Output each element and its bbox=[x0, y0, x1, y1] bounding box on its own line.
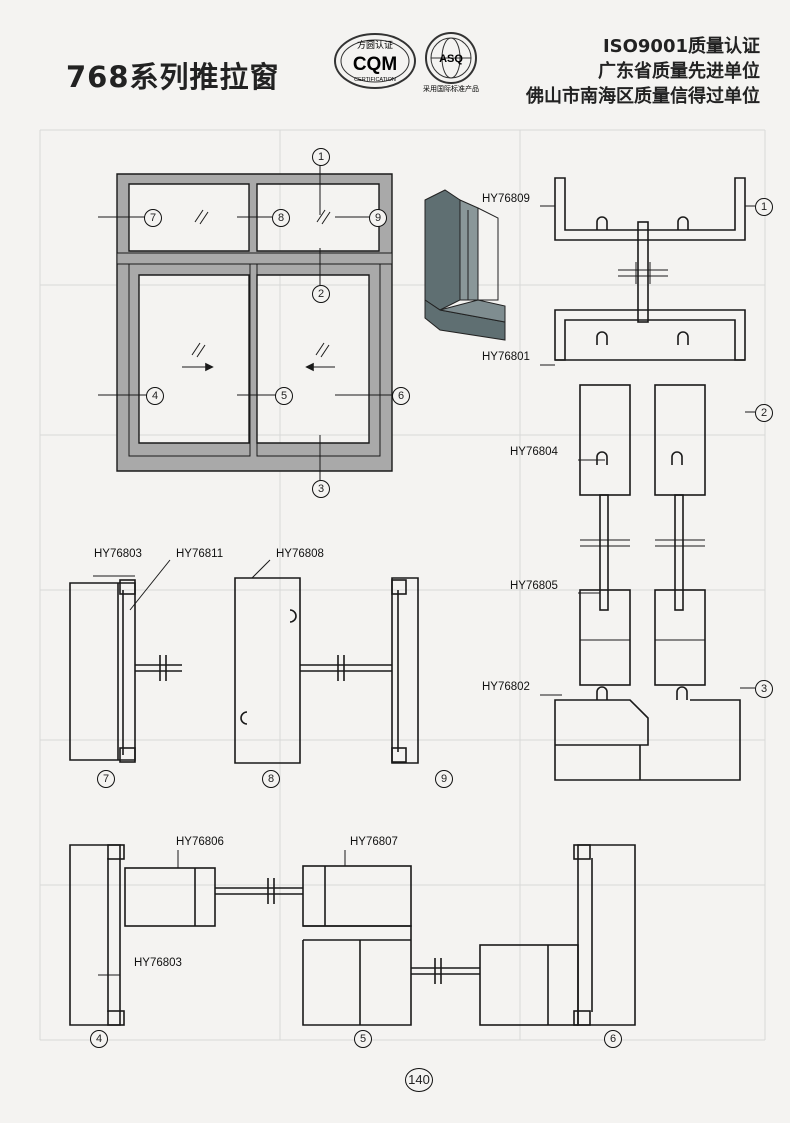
profile-label-hy76809: HY76809 bbox=[482, 193, 530, 205]
marker-3: 3 bbox=[312, 480, 330, 498]
horizontal-section-lower bbox=[69, 844, 636, 1026]
profile-label-hy76805: HY76805 bbox=[510, 580, 558, 592]
profile-label-hy76803-upper: HY76803 bbox=[94, 548, 142, 560]
marker-9: 9 bbox=[369, 209, 387, 227]
window-elevation bbox=[98, 165, 393, 480]
page-number: 140 bbox=[405, 1068, 433, 1092]
certification-list: ISO9001质量认证 广东省质量先进单位 佛山市南海区质量信得过单位 bbox=[526, 34, 760, 109]
section-marker-2: 2 bbox=[755, 404, 773, 422]
section-marker-8: 8 bbox=[262, 770, 280, 788]
cqm-main-text: CQM bbox=[353, 54, 397, 75]
asq-main-text: ASQ bbox=[439, 53, 463, 65]
profile-label-hy76804: HY76804 bbox=[510, 446, 558, 458]
vertical-section-drawing bbox=[540, 177, 755, 781]
section-marker-6: 6 bbox=[604, 1030, 622, 1048]
cqm-bottom-text: CERTIFICATION bbox=[354, 77, 396, 83]
section-marker-4: 4 bbox=[90, 1030, 108, 1048]
background-grid bbox=[39, 129, 766, 1041]
section-marker-3: 3 bbox=[755, 680, 773, 698]
asq-logo: ASQ 采用国际标准产品 bbox=[423, 32, 479, 93]
cqm-top-text: 方圆认证 bbox=[357, 39, 393, 51]
profile-label-hy76808: HY76808 bbox=[276, 548, 324, 560]
section-marker-7: 7 bbox=[97, 770, 115, 788]
cert-guangdong: 广东省质量先进单位 bbox=[598, 61, 760, 82]
profile-label-hy76801: HY76801 bbox=[482, 351, 530, 363]
marker-8: 8 bbox=[272, 209, 290, 227]
marker-4: 4 bbox=[146, 387, 164, 405]
cert-iso: ISO9001质量认证 bbox=[602, 36, 760, 57]
marker-7: 7 bbox=[144, 209, 162, 227]
section-marker-5: 5 bbox=[354, 1030, 372, 1048]
marker-5: 5 bbox=[275, 387, 293, 405]
profile-label-hy76806: HY76806 bbox=[176, 836, 224, 848]
profile-label-hy76803-lower: HY76803 bbox=[134, 957, 182, 969]
page-title: 768系列推拉窗 bbox=[66, 60, 280, 94]
cqm-logo: 方圆认证 CQM CERTIFICATION bbox=[334, 33, 416, 89]
profile-3d-view bbox=[424, 189, 506, 341]
section-marker-9: 9 bbox=[435, 770, 453, 788]
marker-6: 6 bbox=[392, 387, 410, 405]
marker-2: 2 bbox=[312, 285, 330, 303]
marker-1: 1 bbox=[312, 148, 330, 166]
horizontal-section-upper bbox=[69, 559, 419, 764]
cert-foshan: 佛山市南海区质量信得过单位 bbox=[526, 86, 760, 107]
section-marker-1: 1 bbox=[755, 198, 773, 216]
asq-caption: 采用国际标准产品 bbox=[423, 84, 479, 93]
profile-label-hy76811: HY76811 bbox=[176, 548, 224, 560]
profile-label-hy76802: HY76802 bbox=[482, 681, 530, 693]
profile-label-hy76807: HY76807 bbox=[350, 836, 398, 848]
